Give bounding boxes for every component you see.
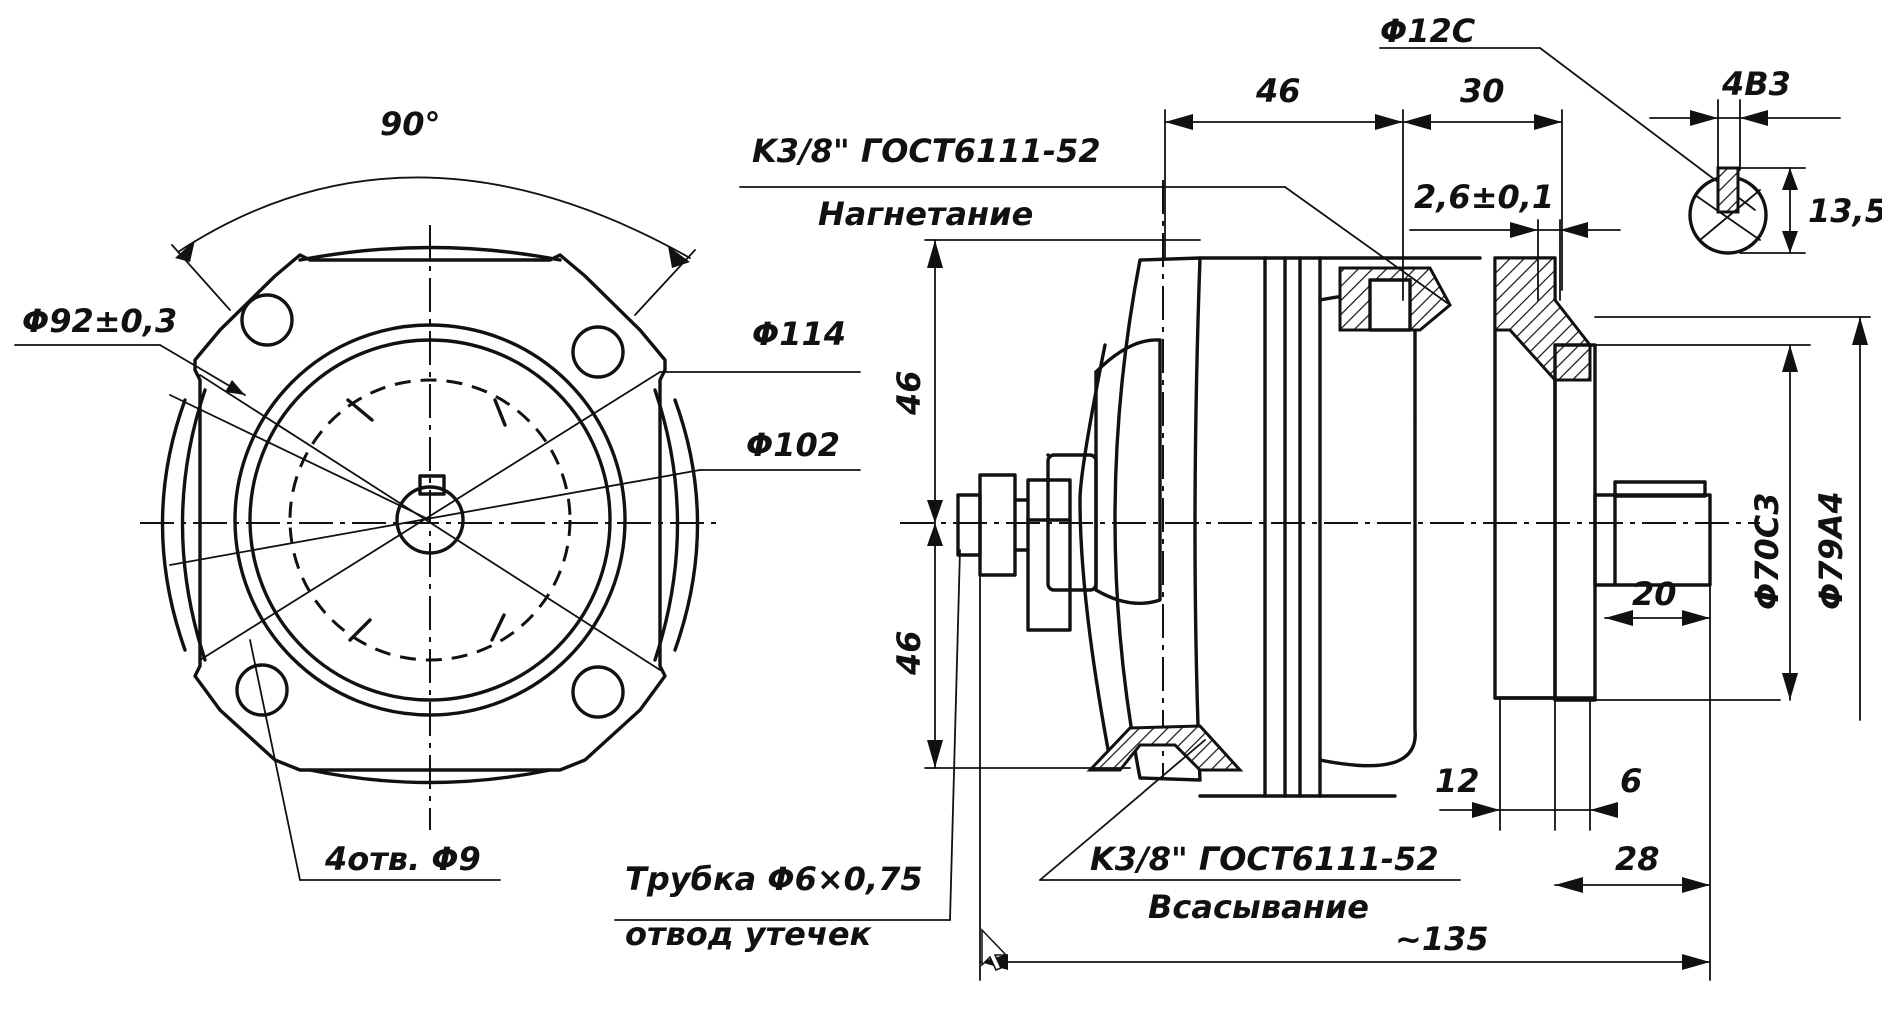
inner-dia-label: Φ102 bbox=[746, 426, 840, 464]
pressure-port-name: Нагнетание bbox=[818, 195, 1033, 233]
side-view: 46 30 Φ12C 2,6±0,1 46 46 12 6 20 28 ~135… bbox=[614, 12, 1871, 981]
dim-46-horizontal: 46 bbox=[1255, 72, 1301, 110]
key-width-label: 4B3 bbox=[1721, 65, 1791, 103]
dim-6: 6 bbox=[1620, 762, 1642, 800]
dim-20: 20 bbox=[1632, 575, 1677, 613]
leak-tube-purpose: отвод утечек bbox=[625, 915, 873, 953]
key-depth-label: 13,5 bbox=[1808, 192, 1882, 230]
dim-135: ~135 bbox=[1395, 920, 1489, 958]
suction-port-thread: K3/8" ГОСТ6111-52 bbox=[1090, 840, 1439, 878]
bolt-hole-tr bbox=[571, 325, 625, 379]
dim-12c: Φ12C bbox=[1380, 12, 1476, 50]
bolt-circle-label: Φ92±0,3 bbox=[22, 302, 177, 340]
holes-label: 4отв. Φ9 bbox=[324, 840, 481, 878]
bolt-hole-bl bbox=[235, 663, 289, 717]
dim-12: 12 bbox=[1435, 762, 1480, 800]
dim-30: 30 bbox=[1460, 72, 1505, 110]
suction-port-name: Всасывание bbox=[1148, 888, 1369, 926]
dim-2-6: 2,6±0,1 bbox=[1414, 178, 1554, 216]
leak-tube-label: Трубка Φ6×0,75 bbox=[625, 860, 923, 898]
mouse-cursor-icon bbox=[981, 928, 1008, 971]
shaft-circle bbox=[395, 485, 465, 555]
pressure-port-thread: K3/8" ГОСТ6111-52 bbox=[752, 132, 1101, 170]
outer-dia-circle bbox=[233, 323, 627, 717]
dim-70c3: Φ70C3 bbox=[1748, 493, 1786, 610]
dim-46-bottom: 46 bbox=[890, 630, 928, 676]
dim-46-top: 46 bbox=[890, 370, 928, 416]
dim-28: 28 bbox=[1615, 840, 1660, 878]
bolt-hole-br bbox=[571, 665, 625, 719]
angle-label: 90° bbox=[380, 105, 441, 143]
key-section-view: 4B3 13,5 bbox=[1649, 65, 1882, 255]
outer-dia-label: Φ114 bbox=[752, 315, 846, 353]
front-view: 90° Φ92±0,3 Φ114 Φ102 4отв. Φ9 bbox=[14, 105, 861, 881]
dim-79a4: Φ79A4 bbox=[1812, 491, 1850, 610]
bolt-hole-tl bbox=[240, 293, 294, 347]
